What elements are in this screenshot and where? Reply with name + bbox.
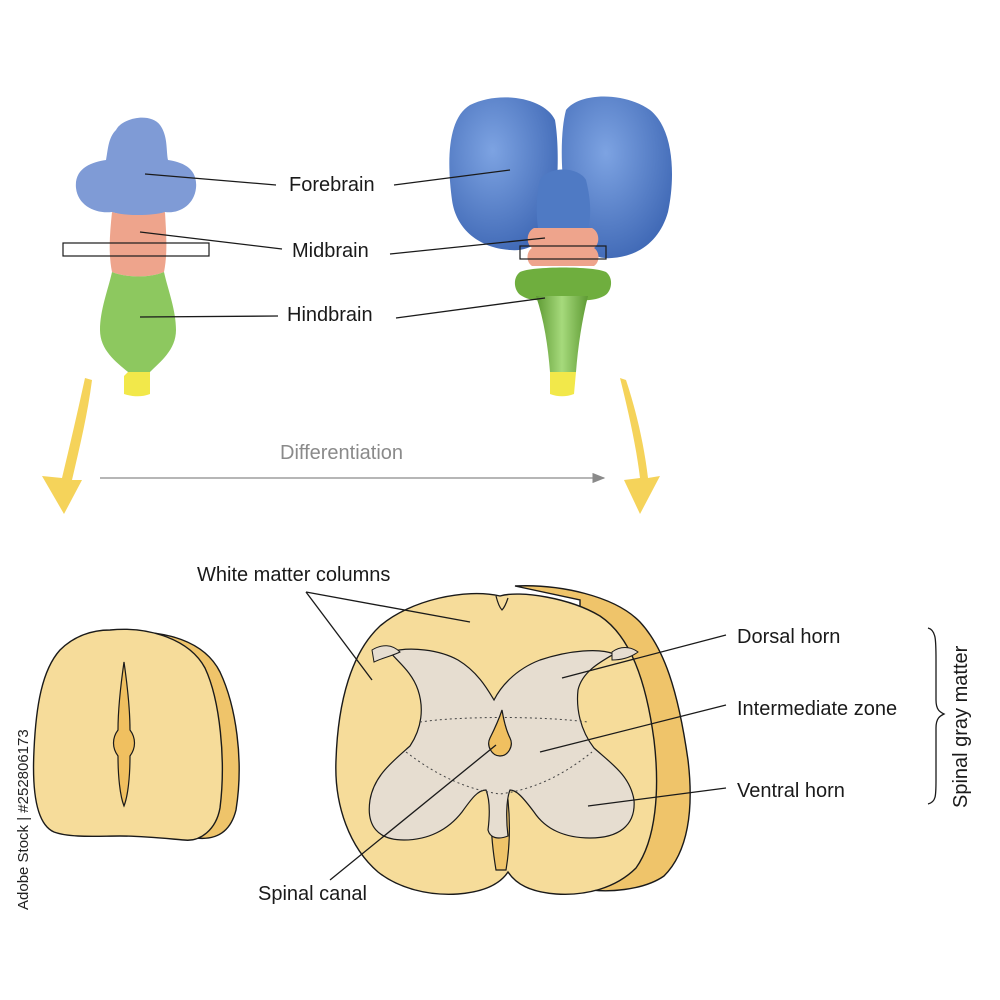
- label-white-matter-columns: White matter columns: [197, 564, 390, 586]
- mature-medulla: [536, 296, 588, 372]
- stock-id-watermark: Adobe Stock | #252806173: [15, 729, 32, 910]
- embryonic-section-plane: [62, 242, 210, 257]
- label-midbrain: Midbrain: [292, 240, 369, 262]
- embryonic-spinal-cord-section: [32, 628, 240, 841]
- embryonic-forebrain: [75, 117, 197, 216]
- label-spinal-canal: Spinal canal: [258, 883, 367, 905]
- left-curved-arrow: [42, 378, 92, 514]
- label-differentiation: Differentiation: [280, 442, 403, 464]
- mature-brain: [449, 96, 673, 397]
- dorsal-root-entry-right: [611, 647, 639, 661]
- label-spinal-gray-matter: Spinal gray matter: [950, 645, 972, 808]
- mature-diencephalon: [536, 169, 591, 228]
- label-ventral-horn: Ventral horn: [737, 780, 845, 802]
- bracket: [927, 627, 946, 805]
- mature-midbrain: [527, 228, 599, 266]
- embryonic-central-canal: [112, 661, 136, 808]
- mature-central-canal: [488, 709, 512, 757]
- mature-spinal-tip: [550, 372, 576, 397]
- mature-section-plane: [519, 245, 607, 260]
- mature-pons-cerebellum: [514, 267, 612, 301]
- mature-spinal-cord-section: [335, 585, 691, 896]
- label-dorsal-horn: Dorsal horn: [737, 626, 840, 648]
- embryonic-spinal-tip: [124, 372, 150, 397]
- brain-leader-lines: [139, 169, 546, 319]
- dorsal-median-notch: [495, 595, 509, 611]
- right-curved-arrow: [620, 378, 660, 514]
- embryonic-brain: [62, 117, 210, 397]
- label-intermediate-zone: Intermediate zone: [737, 698, 897, 720]
- dorsal-root-entry-left: [371, 645, 401, 663]
- embryonic-midbrain: [109, 212, 167, 277]
- embryonic-hindbrain: [100, 272, 176, 372]
- spinal-leader-lines: [305, 591, 727, 881]
- mature-hemisphere-left: [449, 97, 558, 251]
- label-hindbrain: Hindbrain: [287, 304, 373, 326]
- label-forebrain: Forebrain: [289, 174, 375, 196]
- spinal-gray-matter-bracket: Spinal gray matter: [927, 627, 972, 808]
- differentiation-arrows: Differentiation: [42, 378, 660, 514]
- intermediate-zone-dotted-lower: [405, 751, 593, 795]
